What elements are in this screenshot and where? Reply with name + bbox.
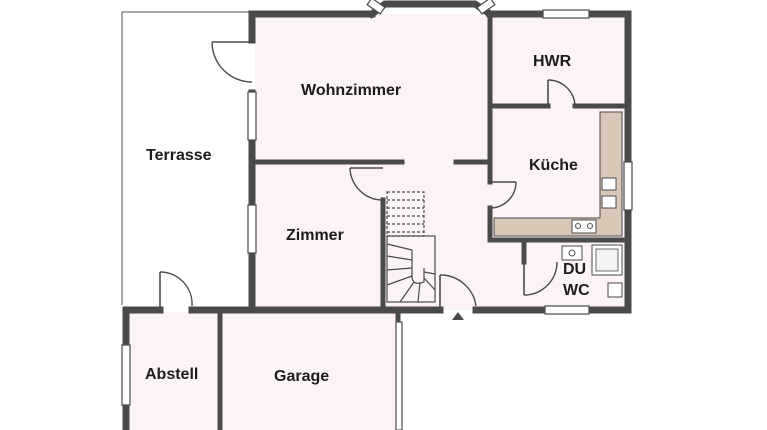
room-label-garage: Garage — [274, 368, 330, 385]
staircase — [386, 191, 436, 303]
room-label-wohnzimmer: Wohnzimmer — [301, 82, 402, 99]
room-label-kueche: Küche — [529, 157, 578, 174]
terrace-outline — [121, 11, 252, 305]
room-label-terrasse: Terrasse — [146, 147, 212, 164]
room-label-hwr: HWR — [533, 53, 572, 70]
room-label-zimmer: Zimmer — [286, 227, 344, 244]
windows — [121, 9, 633, 430]
bathroom-fixtures — [561, 244, 623, 298]
room-label-du: DU — [563, 261, 587, 278]
bay-window — [366, 0, 496, 19]
interior-walls — [252, 11, 631, 313]
doors — [159, 41, 576, 320]
room-label-wc: WC — [563, 282, 590, 299]
room-label-abstell: Abstell — [145, 366, 199, 383]
kitchen-fixtures — [493, 111, 623, 237]
